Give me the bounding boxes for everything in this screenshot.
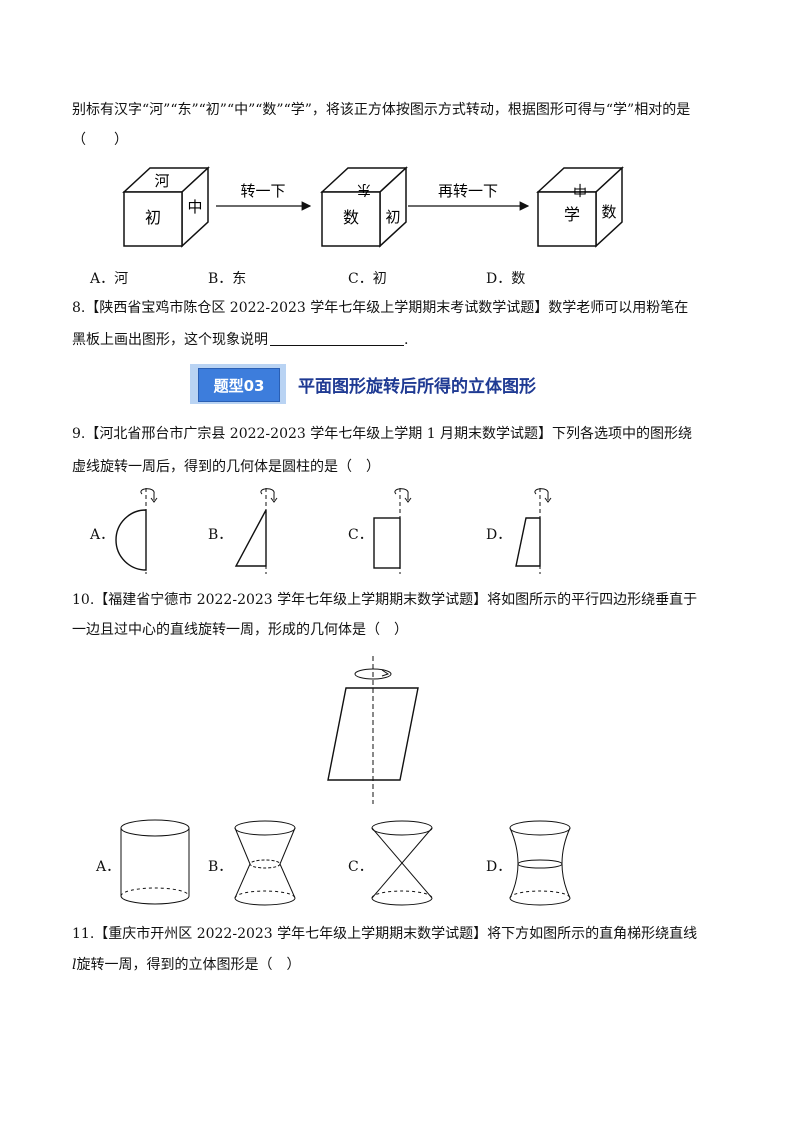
q8-text-line2-post: . (404, 332, 409, 348)
q11-line-variable: l (72, 957, 77, 973)
q10-option-a[interactable]: A． (96, 859, 121, 875)
q9-option-a[interactable]: A． (90, 527, 115, 543)
cube1-top-face-text: 河 (154, 172, 169, 190)
q10-option-b[interactable]: B． (208, 859, 233, 875)
q7-option-b[interactable]: B．东 (208, 271, 247, 287)
q9-text-line1: 9.【河北省邢台市广宗县 2022-2023 学年七年级上学期 1 月期末数学试… (72, 426, 693, 442)
q7-text-line1: 别标有汉字“河”“东”“初”“中”“数”“学”，将该正方体按图示方式转动，根据图… (72, 102, 691, 118)
q7-option-a[interactable]: A．河 (90, 271, 129, 287)
q9-figures (115, 488, 552, 574)
cube2-top-face-text: 东 (357, 181, 371, 197)
q9-option-c[interactable]: C． (348, 527, 373, 543)
q10-option-c[interactable]: C． (348, 859, 373, 875)
section-badge-label: 题型03 (198, 368, 280, 402)
q10-figure-d-curved-hourglass (509, 820, 571, 906)
cube1-front-face-text: 初 (145, 208, 161, 227)
q11-text-line2: l旋转一周，得到的立体图形是（ ） (72, 955, 300, 975)
arrow-1-label: 转一下 (240, 182, 285, 200)
arrow-2-label: 再转一下 (438, 182, 498, 200)
q8-text-line2-pre: 黑板上画出图形，这个现象说明 (72, 332, 268, 348)
q10-figure-c-double-cone (371, 820, 433, 906)
cube-3: 中 学 数 (536, 166, 624, 248)
q9-option-b[interactable]: B． (208, 527, 233, 543)
section-title: 平面图形旋转后所得的立体图形 (298, 377, 536, 397)
q10-option-d[interactable]: D． (486, 859, 512, 875)
q9-text-line2: 虚线旋转一周后，得到的几何体是圆柱的是（ ） (72, 459, 380, 475)
q9-option-d[interactable]: D． (486, 527, 512, 543)
cube-1: 河 初 中 (122, 166, 210, 248)
q9-figure-a (115, 488, 158, 574)
q9-figure-d (515, 488, 552, 574)
q7-cube-rotation-figure: 河 初 中 转一下 东 数 初 再转一下 中 学 数 (122, 166, 624, 248)
q10-solid-options (120, 819, 571, 906)
q8-text-line2: 黑板上画出图形，这个现象说明. (72, 330, 408, 350)
cube1-side-face-text: 中 (187, 198, 202, 216)
q10-parallelogram-figure (327, 656, 419, 804)
q10-figure-b-hourglass (234, 820, 296, 906)
q10-text-line2: 一边且过中心的直线旋转一周，形成的几何体是（ ） (72, 622, 408, 638)
cube2-front-face-text: 数 (343, 208, 359, 227)
q8-answer-blank[interactable] (270, 331, 404, 346)
cube3-top-face-text: 中 (573, 181, 587, 197)
q7-option-c[interactable]: C．初 (348, 271, 387, 287)
q8-text-line1: 8.【陕西省宝鸡市陈仓区 2022-2023 学年七年级上学期期末考试数学试题】… (72, 300, 689, 316)
q11-text-line1: 11.【重庆市开州区 2022-2023 学年七年级上学期期末数学试题】将下方如… (72, 926, 698, 942)
cube2-side-face-text: 初 (385, 208, 400, 226)
q7-text-line2: （ ） (72, 132, 128, 148)
q10-figure-a-cylinder (120, 819, 190, 905)
q7-option-d[interactable]: D．数 (486, 271, 526, 287)
q9-figure-b (234, 488, 278, 574)
q9-figure-c (373, 488, 412, 574)
section-badge: 题型03 (190, 364, 286, 404)
q11-text-line2-body: 旋转一周，得到的立体图形是（ ） (76, 957, 301, 973)
cube3-front-face-text: 学 (564, 205, 580, 224)
q10-text-line1: 10.【福建省宁德市 2022-2023 学年七年级上学期期末数学试题】将如图所… (72, 592, 698, 608)
cube-2: 东 数 初 (320, 166, 408, 248)
cube3-side-face-text: 数 (601, 203, 616, 221)
